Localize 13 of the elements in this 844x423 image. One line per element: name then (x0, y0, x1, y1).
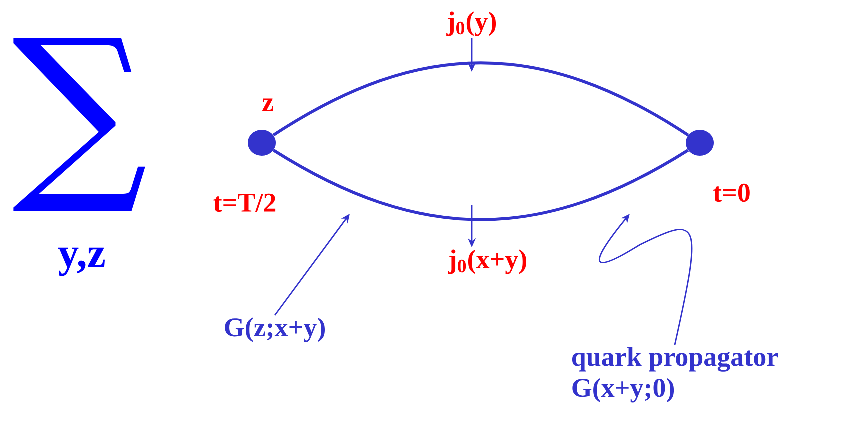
propagator-line (272, 149, 690, 222)
point-label: t=T/2 (214, 194, 276, 212)
current-label: j$_{0}$(x+y) (448, 250, 526, 274)
current-label: j$_{0}$(y) (446, 12, 496, 36)
propagator-label: quark propagator G(x+y;0) (572, 347, 778, 403)
sum-symbol: ∑ (14, 38, 146, 212)
sum-index: y,z (58, 248, 105, 276)
propagator-label: G(z;x+y) (225, 318, 325, 342)
point-label: z (262, 98, 274, 112)
vertex-dot (248, 130, 276, 156)
vertex-dot (686, 130, 714, 156)
point-label: t=0 (714, 184, 750, 202)
propagator-line (272, 62, 690, 137)
